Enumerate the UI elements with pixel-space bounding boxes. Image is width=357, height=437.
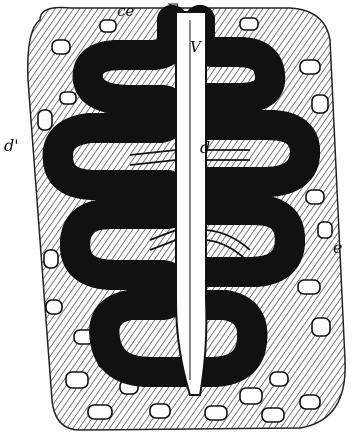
label-d: d: [200, 140, 210, 156]
label-ce: ce: [117, 4, 134, 19]
label-f: F: [167, 3, 179, 20]
label-v: V: [190, 40, 201, 55]
label-e: e: [333, 240, 342, 256]
label-d-prime: d': [4, 138, 19, 154]
